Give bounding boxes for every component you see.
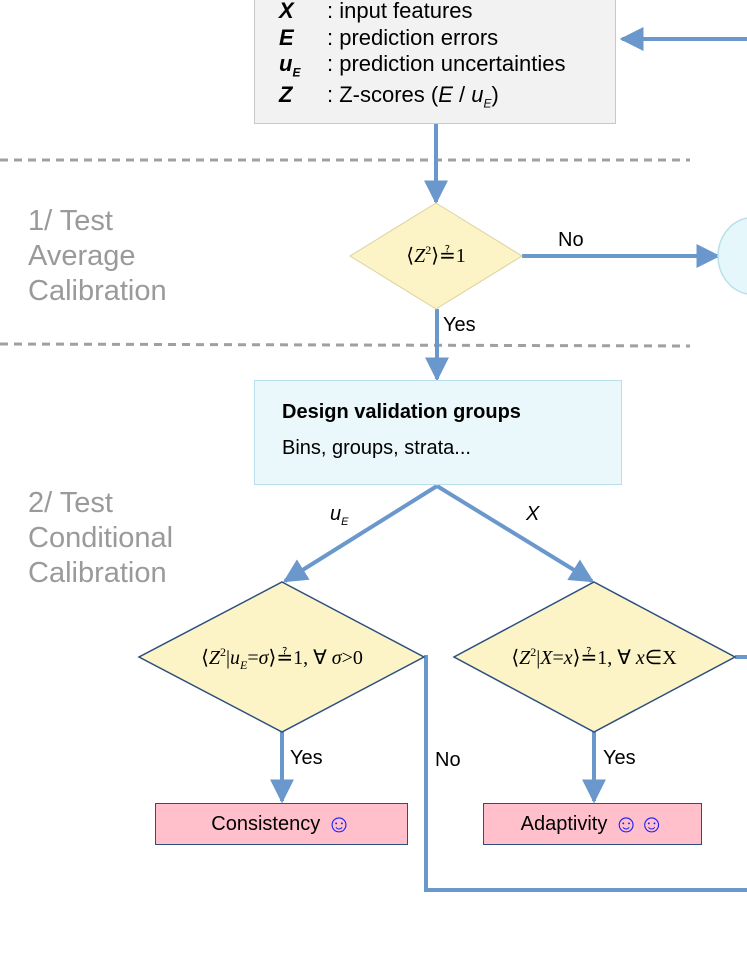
design-box-title: Design validation groups (282, 401, 521, 423)
section-label-conditional: 2/ Test Conditional Calibration (28, 486, 173, 591)
section-line: Conditional (28, 522, 174, 554)
result-adaptivity: Adaptivity ☺☺ (483, 803, 702, 845)
edge-label-yes-consistency: Yes (290, 747, 323, 769)
terminal-shape-partial (717, 217, 747, 295)
edge-label-branch-X: X (526, 503, 540, 525)
legend-z-mid: / (452, 82, 472, 107)
edge-label-branch-uE-base: u (330, 503, 342, 525)
legend-z-post: ) (491, 82, 499, 107)
edge-label-branch-uE-sub: E (341, 516, 349, 528)
edge-label-no-conditional: No (435, 749, 461, 771)
design-box-subtitle: Bins, groups, strata... (282, 437, 471, 459)
decision-conditional-X-expr: ⟨Z2|X=x⟩≟1, ∀ x∈X (511, 645, 677, 669)
legend-symbol: uE (279, 51, 300, 79)
decision-average-expr: ⟨Z2⟩≟1 (406, 243, 466, 267)
legend-description: : input features (327, 0, 473, 23)
design-validation-box: Design validation groups Bins, groups, s… (254, 380, 622, 485)
legend-description: : Z-scores (E / uE) (327, 82, 499, 110)
section-line: Calibration (28, 557, 167, 589)
legend-description: : prediction errors (327, 25, 499, 50)
legend-box: X : input features E : prediction errors… (254, 0, 616, 124)
legend-symbol: Z (279, 82, 293, 107)
legend-symbol: X (279, 0, 294, 23)
section-line: Calibration (28, 275, 167, 307)
decision-conditional-uE-expr: ⟨Z2|uE=σ⟩≟1, ∀ σ>0 (201, 645, 363, 672)
section-label-average: 1/ Test Average Calibration (28, 204, 167, 309)
section-line: 2/ Test (28, 487, 113, 519)
section-line: Average (28, 240, 136, 272)
legend-z-var: E (438, 82, 453, 107)
result-adaptivity-label: Adaptivity (520, 812, 608, 835)
legend-z-var2: u (471, 82, 484, 107)
smiley-icon: ☺☺ (613, 810, 665, 838)
result-consistency-label: Consistency (211, 812, 321, 835)
legend-symbol: E (279, 25, 294, 50)
legend-z-var2-sub: E (483, 96, 492, 111)
decision-average (349, 202, 523, 310)
decision-conditional-uE (137, 581, 426, 733)
arrow-branch-X (435, 484, 595, 583)
section-line: 1/ Test (28, 205, 113, 237)
edge-label-yes-average: Yes (443, 314, 476, 336)
edge-label-branch-uE: uE (330, 503, 348, 528)
legend-symbol-base: u (279, 51, 293, 76)
edge-label-yes-adaptivity: Yes (603, 747, 636, 769)
legend-symbol-sub: E (292, 65, 301, 80)
edge-label-no-average: No (558, 229, 584, 251)
separator-middle (0, 342, 691, 348)
smiley-icon: ☺ (326, 810, 352, 838)
legend-description: : prediction uncertainties (327, 51, 566, 76)
legend-z-pre: : Z-scores ( (327, 82, 439, 107)
arrow-branch-uE (282, 484, 439, 583)
result-consistency: Consistency ☺ (155, 803, 408, 845)
decision-conditional-X (452, 581, 737, 733)
